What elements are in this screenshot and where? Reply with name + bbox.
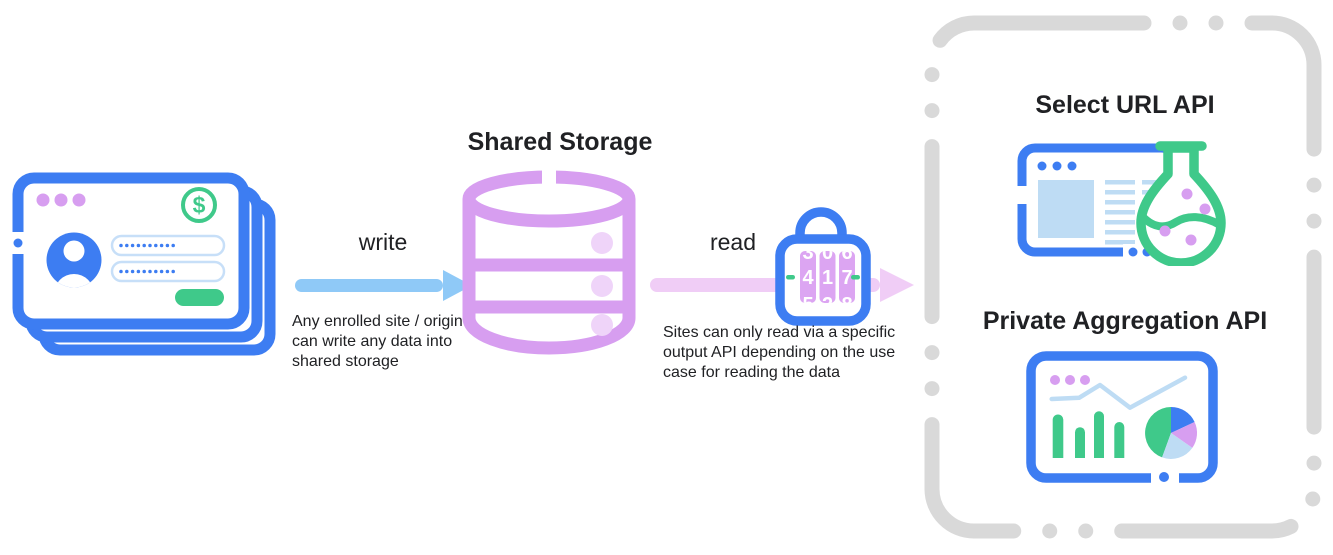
avatar-icon [46,232,102,288]
stacked-browser-windows-icon: $ [10,172,276,356]
svg-text:8: 8 [841,294,852,316]
content-block [1038,180,1094,238]
svg-text:2: 2 [822,294,833,316]
shared-storage-title: Shared Storage [467,128,653,156]
line-chart-icon [1049,375,1188,410]
private-aggregation-api-icon [1026,351,1218,484]
bar-chart-icon [1052,411,1125,458]
lock-shackle [795,207,847,257]
read-caption: Sites can only read via a specific outpu… [663,324,896,381]
svg-text:5: 5 [802,294,813,316]
lock-dial[interactable] [819,251,836,303]
submit-button[interactable] [175,289,224,306]
output-apis-dashed-border [924,15,1322,539]
password-input[interactable] [110,234,226,257]
border-dot [1128,247,1138,257]
window-dots-icon [36,193,86,207]
write-label: write [358,229,408,255]
lock-dial[interactable] [800,251,816,303]
cylinder-top-gap [542,170,556,184]
svg-text:6: 6 [841,242,852,264]
dial-tick [851,275,860,280]
password-input[interactable] [110,260,226,283]
write-arrow-icon [295,270,472,301]
svg-text:3: 3 [802,242,813,264]
lock-dial[interactable] [839,251,855,303]
database-icon [462,170,636,355]
border-dot [13,238,23,248]
border-break [1015,186,1029,204]
select-url-api-icon [1015,141,1226,266]
window-dots-icon [1050,375,1090,385]
private-aggregation-api-title: Private Aggregation API [982,307,1268,335]
window-dots-icon [1037,161,1077,171]
dollar-badge-icon: $ [181,187,217,223]
flask-icon [1136,141,1226,266]
border-dot [1159,472,1169,482]
svg-text:0: 0 [822,242,833,264]
combination-lock-icon: 3 4 5 0 1 2 6 7 8 [775,207,871,326]
select-url-api-title: Select URL API [1035,91,1215,119]
read-label: read [709,229,757,255]
svg-text:1: 1 [822,267,833,289]
lock-dial-digits: 3 4 5 0 1 2 6 7 8 [802,242,852,316]
svg-text:7: 7 [841,267,852,289]
svg-text:$: $ [193,192,206,218]
dial-tick [786,275,795,280]
svg-text:4: 4 [802,267,814,289]
write-caption: Any enrolled site / origin can write any… [292,313,463,370]
pie-chart-icon [1145,406,1198,459]
